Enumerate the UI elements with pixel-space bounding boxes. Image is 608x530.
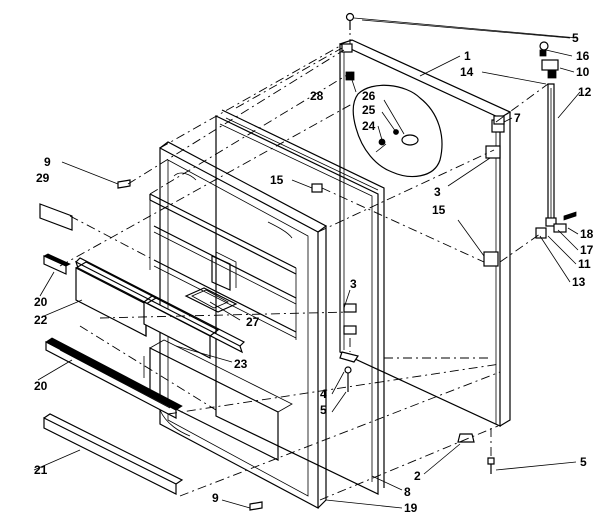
callout-20-lower: 20: [34, 379, 48, 393]
callout-5-top: 5: [572, 31, 579, 45]
outer-door-panel: [339, 39, 512, 427]
callout-11: 11: [578, 257, 591, 271]
callout-28: 28: [310, 89, 324, 103]
assembly-lines: [59, 20, 549, 501]
callout-1: 1: [464, 49, 471, 63]
callout-14: 14: [460, 65, 474, 79]
callout-29: 29: [36, 171, 50, 185]
callout-5-bottom: 5: [580, 455, 587, 469]
callout-17: 17: [580, 243, 594, 257]
callout-16: 16: [576, 49, 590, 63]
callout-8: 8: [404, 485, 411, 499]
hinge-bottom-parts: [535, 211, 577, 239]
inner-door-liner: [143, 141, 328, 509]
label-plate-29: [39, 203, 73, 231]
door-insulation-cutout: [352, 84, 443, 178]
callout-9-top: 9: [44, 155, 51, 169]
retainer-15: [311, 183, 323, 193]
screw-9-bottom: [249, 501, 263, 511]
callout-19: 19: [404, 501, 418, 515]
callout-3-bottom: 3: [350, 277, 357, 291]
callout-21: 21: [34, 463, 48, 477]
door-shelf-front-22: [75, 261, 158, 337]
hinge-rod-12: [547, 83, 555, 223]
callout-27: 27: [246, 315, 260, 329]
callout-3-right: 3: [434, 185, 441, 199]
door-shelf-bottom-21: [43, 413, 184, 495]
door-shelf-rail-upper: [74, 257, 246, 354]
door-gasket: [215, 109, 385, 495]
callout-2: 2: [414, 469, 421, 483]
callout-5-middle: 5: [320, 403, 327, 417]
leader-lines: [33, 17, 581, 509]
callout-4: 4: [320, 387, 327, 401]
screw-4-5: [339, 351, 359, 392]
callout-18: 18: [580, 227, 594, 241]
callout-26: 26: [362, 89, 376, 103]
shelf-rail-lower-20: [45, 337, 183, 419]
hinge-top-parts: [539, 41, 559, 79]
callout-15-center: 15: [270, 173, 284, 187]
callout-20-upper: 20: [34, 295, 48, 309]
callout-7: 7: [514, 111, 521, 125]
callout-12: 12: [578, 85, 592, 99]
callout-24: 24: [362, 119, 376, 133]
callout-13: 13: [572, 275, 586, 289]
callout-numbers: 5 1 16 14 10 12 28 26 25 24 7 9 29 15 3 …: [34, 31, 594, 515]
callout-9-bottom: 9: [212, 491, 219, 505]
callout-23: 23: [234, 357, 248, 371]
shelf-end-cap-20: [43, 253, 71, 275]
screw-9-top: [117, 179, 131, 189]
callout-22: 22: [34, 313, 48, 327]
callout-25: 25: [362, 103, 376, 117]
screw-bottom-5: [487, 457, 495, 474]
callout-15-right: 15: [432, 203, 446, 217]
plug-2: [457, 433, 475, 443]
callout-10: 10: [576, 65, 590, 79]
